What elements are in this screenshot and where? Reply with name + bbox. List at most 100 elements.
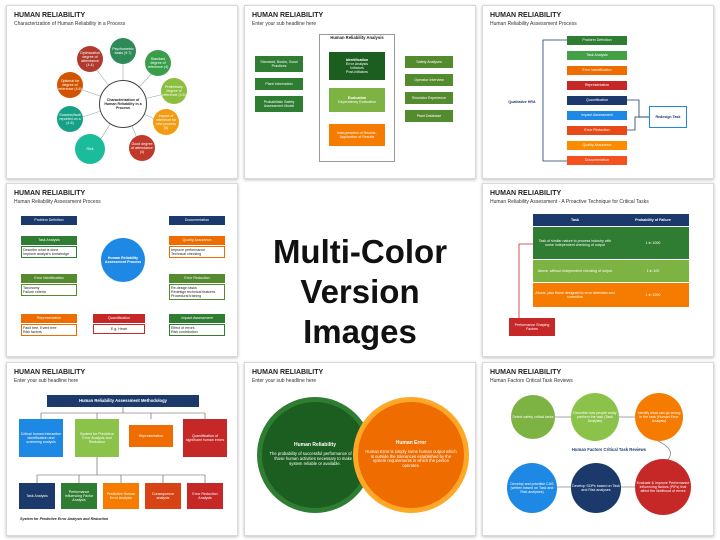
table-cell-prob: 1 in 100 (617, 260, 689, 282)
slide-thumbnail-6[interactable]: HUMAN RELIABILITY Enter your sub headlin… (6, 362, 238, 536)
left-step: Task Analysis (21, 236, 77, 245)
identification-title: Identification (345, 57, 369, 62)
psf-connector (518, 243, 533, 318)
left-step: Problem Definition (21, 216, 77, 225)
level3-box: Consequence analysis (145, 483, 181, 509)
node-circle: Optimization degree of attendance (4.4) (77, 46, 103, 72)
psf-badge: Performance Shaping Factors (509, 318, 555, 336)
review-step-circle: Select safety critical tasks (511, 395, 555, 439)
slide-subtitle: Characterization of Human Reliability in… (14, 21, 126, 27)
center-circle: Human Reliability Assessment Process (101, 238, 145, 282)
node-circle: Psychometric basis (9.7) (110, 38, 136, 64)
table-cell-prob: 1 in 1000 (617, 227, 689, 259)
node-circle: Risk (75, 134, 105, 164)
node-label: Standard degree of reference (4) (147, 56, 169, 70)
node-circle: Optional for degree of reference (4.6) (57, 72, 83, 98)
slide-subtitle: Enter your sub headline here (252, 378, 317, 384)
methodology-box: Human Reliability Assessment Methodology (47, 395, 199, 407)
slide-thumbnail-7[interactable]: HUMAN RELIABILITY Enter your sub headlin… (244, 362, 476, 536)
slide-title: HUMAN RELIABILITY (14, 12, 86, 19)
slide-title: HUMAN RELIABILITY (14, 369, 86, 376)
right-ring (353, 397, 469, 513)
tree-connectors (36, 407, 206, 483)
heading-line-2: Version Images (300, 273, 420, 350)
slide-thumbnail-3[interactable]: HUMAN RELIABILITY Human Reliability Asse… (482, 5, 714, 179)
quantification-note: E.g. Heart (93, 324, 145, 334)
right-circle-content: Human Error Human Error is simply some h… (365, 439, 457, 469)
left-circle-content: Human Reliability The probability of suc… (269, 442, 361, 466)
evaluation-title: Evaluation (347, 95, 367, 100)
review-title-label: Human Factors Critical Task Reviews (571, 446, 647, 452)
evaluation-box: Evaluation Dependency Evaluation (329, 88, 385, 112)
slide-thumbnail-5[interactable]: HUMAN RELIABILITY Human Reliability Asse… (482, 183, 714, 357)
slide-thumbnail-2[interactable]: HUMAN RELIABILITY Enter your sub headlin… (244, 5, 476, 179)
level2-box: Critical human interaction identificatio… (19, 419, 63, 457)
analysis-header: Human Reliability Analysis (330, 35, 384, 40)
multi-color-heading: Multi-Color Version Images (254, 232, 466, 352)
slide-title: HUMAN RELIABILITY (252, 12, 324, 19)
level3-box: Task Analysis (19, 483, 55, 509)
right-box: Simulator Experience (405, 92, 453, 104)
level3-box: Predictive Human Error Analysis (103, 483, 139, 509)
table-cell-task: Above, plus those designed to error dete… (533, 283, 617, 307)
node-circle: Preliminary degree of reference (4.5) (161, 78, 187, 104)
table-cell-prob: 1 in 1000 (617, 283, 689, 307)
review-step-circle: Identify what can go wrong in the task (… (635, 393, 683, 441)
slide-thumbnail-8[interactable]: HUMAN RELIABILITY Human Factors Critical… (482, 362, 714, 536)
step-box: Quantification (567, 96, 627, 105)
right-step: Error Reduction (169, 274, 225, 283)
slide-title: HUMAN RELIABILITY (252, 369, 324, 376)
step-box: Quality Assurance (567, 141, 627, 150)
flow-connectors (542, 39, 649, 162)
left-step: Error Identification (21, 274, 77, 283)
left-box: Plant Information (255, 78, 303, 90)
right-step: Documentation (169, 216, 225, 225)
node-circle: Standard degree of reference (4) (145, 50, 171, 76)
slide-thumbnail-1[interactable]: HUMAN RELIABILITY Characterization of Hu… (6, 5, 238, 179)
node-label: Optional for degree of reference (4.6) (58, 78, 82, 92)
level3-box: Error Reduction Analysis (187, 483, 223, 509)
slide-subtitle: Enter your sub headline here (252, 21, 317, 27)
right-step: Impact Assessment (169, 314, 225, 323)
node-label: Optimization degree of attendance (4.4) (80, 50, 100, 68)
right-circle-title: Human Error (395, 439, 427, 446)
table-cell-task: Above, without independent checking of o… (533, 260, 617, 282)
table-cell-task: Task of similar nature to process indust… (533, 227, 617, 259)
step-box: Impact Assessment (567, 111, 627, 120)
node-circle: Good degree of attendance (4) (129, 135, 155, 161)
node-label: Preliminary degree of reference (4.5) (162, 84, 186, 98)
step-box: Error Identification (567, 66, 627, 75)
review-step-circle: Develop SOPs based on Task and Risk anal… (571, 463, 621, 513)
heading-line-1: Multi-Color (272, 233, 448, 270)
step-box: Representation (567, 81, 627, 90)
hub-circle: Characterization of Human Reliability in… (99, 80, 147, 128)
slide-thumbnail-4[interactable]: HUMAN RELIABILITY Human Reliability Asse… (6, 183, 238, 357)
node-label: Impact of reference for new process (5) (155, 113, 177, 131)
analysis-frame: Human Reliability Analysis (319, 34, 395, 162)
slide-title: HUMAN RELIABILITY (490, 12, 562, 19)
level2-box: System for Predictive Error Analysis and… (75, 419, 119, 457)
right-box: Operator Interview (405, 74, 453, 86)
review-step-circle: Develop and prioritise CAS (written base… (507, 463, 557, 513)
review-step-circle: Describe how people really perform the t… (571, 393, 619, 441)
table-header-task: Task (533, 214, 617, 226)
hub-label: Characterization of Human Reliability in… (104, 97, 142, 111)
review-step-circle: Evaluate & improve Performance influenci… (635, 459, 691, 515)
slide-subtitle: Human Reliability Assessment Process (14, 199, 101, 205)
table-header-probability: Probability of Failure (617, 214, 689, 226)
slide-title: HUMAN RELIABILITY (490, 190, 562, 197)
quantification-box: Quantification (93, 314, 145, 323)
left-circle-title: Human Reliability (294, 442, 336, 449)
left-box: Probabilistic Safety Assessment Model (255, 96, 303, 112)
slide-subtitle: Human Reliability Assessment - A Proacti… (490, 199, 649, 205)
redesign-task-box: Redesign Task (649, 106, 687, 128)
left-step: Representation (21, 314, 77, 323)
step-box: Problem Definition (567, 36, 627, 45)
node-circle: Success/fault reported on a (4.6) (57, 106, 83, 132)
